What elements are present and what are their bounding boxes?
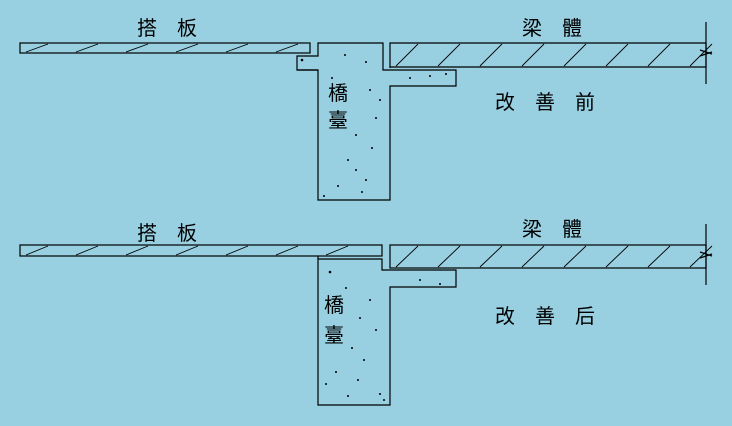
hatch-line (563, 245, 587, 268)
concrete-speck (351, 347, 353, 349)
before-approach-slab (19, 42, 311, 54)
hatch-line (325, 245, 349, 256)
hatch-line (225, 43, 249, 53)
hatch-line (521, 245, 545, 268)
concrete-speck (379, 393, 381, 395)
concrete-speck (365, 179, 367, 181)
concrete-speck (369, 89, 371, 91)
concrete-speck (371, 147, 373, 149)
concrete-speck (347, 159, 349, 161)
after-abutment (317, 256, 457, 406)
hatch-line (647, 43, 671, 67)
hatch-line (275, 43, 299, 53)
concrete-speck (355, 134, 357, 136)
before-girder-body (389, 22, 713, 84)
concrete-speck (335, 371, 337, 373)
after-girder-label: 梁 體 (522, 217, 582, 241)
concrete-speck (355, 169, 357, 171)
concrete-speck (363, 359, 365, 361)
hatch-line (175, 245, 199, 256)
concrete-speck (375, 117, 377, 119)
concrete-speck (445, 73, 447, 75)
hatch-line (125, 43, 149, 53)
concrete-speck (300, 58, 304, 62)
concrete-speck (419, 279, 421, 281)
before-caption: 改 善 前 (495, 90, 595, 114)
concrete-speck (357, 379, 359, 381)
concrete-speck (439, 283, 441, 285)
concrete-speck (337, 185, 339, 187)
hatch-line (479, 43, 503, 67)
hatch-line (437, 43, 461, 67)
concrete-speck (328, 270, 332, 274)
hatch-line (275, 245, 299, 256)
hatch-line (225, 245, 249, 256)
after-girder-body (389, 224, 713, 285)
before-abutment (296, 42, 457, 201)
concrete-speck (361, 191, 363, 193)
before-girder-label: 梁 體 (522, 16, 582, 40)
hatch-line (605, 245, 629, 268)
after-caption: 改 善 后 (495, 304, 595, 328)
concrete-speck (359, 317, 361, 319)
concrete-speck (365, 61, 367, 63)
hatch-line (689, 245, 713, 268)
concrete-speck (369, 299, 371, 301)
hatch-line (175, 43, 199, 53)
before-abutment-label-top: 橋 (328, 81, 348, 105)
hatch-line (479, 245, 503, 268)
after-abutment-label-top: 橋 (324, 293, 344, 317)
hatch-line (647, 245, 671, 268)
hatch-line (689, 43, 713, 67)
hatch-line (25, 245, 49, 256)
before-approach-slab-label: 搭 板 (137, 16, 197, 40)
concrete-speck (331, 77, 333, 79)
after-approach-slab (19, 244, 383, 257)
concrete-speck (383, 399, 385, 401)
hatch-line (25, 43, 49, 53)
hatch-line (605, 43, 629, 67)
before-abutment-label-bottom: 臺 (328, 108, 348, 132)
after-approach-slab-label: 搭 板 (137, 221, 197, 245)
concrete-speck (409, 77, 411, 79)
concrete-speck (375, 329, 377, 331)
concrete-speck (344, 54, 346, 56)
concrete-speck (429, 75, 431, 77)
hatch-line (521, 43, 545, 67)
concrete-speck (325, 383, 327, 385)
hatch-line (395, 43, 419, 67)
hatch-line (395, 245, 419, 268)
after-abutment-label-bottom: 臺 (324, 323, 344, 347)
hatch-line (75, 245, 99, 256)
concrete-speck (379, 99, 381, 101)
hatch-line (125, 245, 149, 256)
hatch-line (437, 245, 461, 268)
concrete-speck (345, 287, 347, 289)
after-improvement-diagram: 搭 板 梁 體 橋 臺 改 善 后 (19, 217, 713, 406)
hatch-line (75, 43, 99, 53)
before-improvement-diagram: 搭 板 梁 體 橋 臺 改 善 前 (19, 16, 713, 201)
hatch-line (563, 43, 587, 67)
concrete-speck (347, 395, 349, 397)
concrete-speck (323, 195, 325, 197)
